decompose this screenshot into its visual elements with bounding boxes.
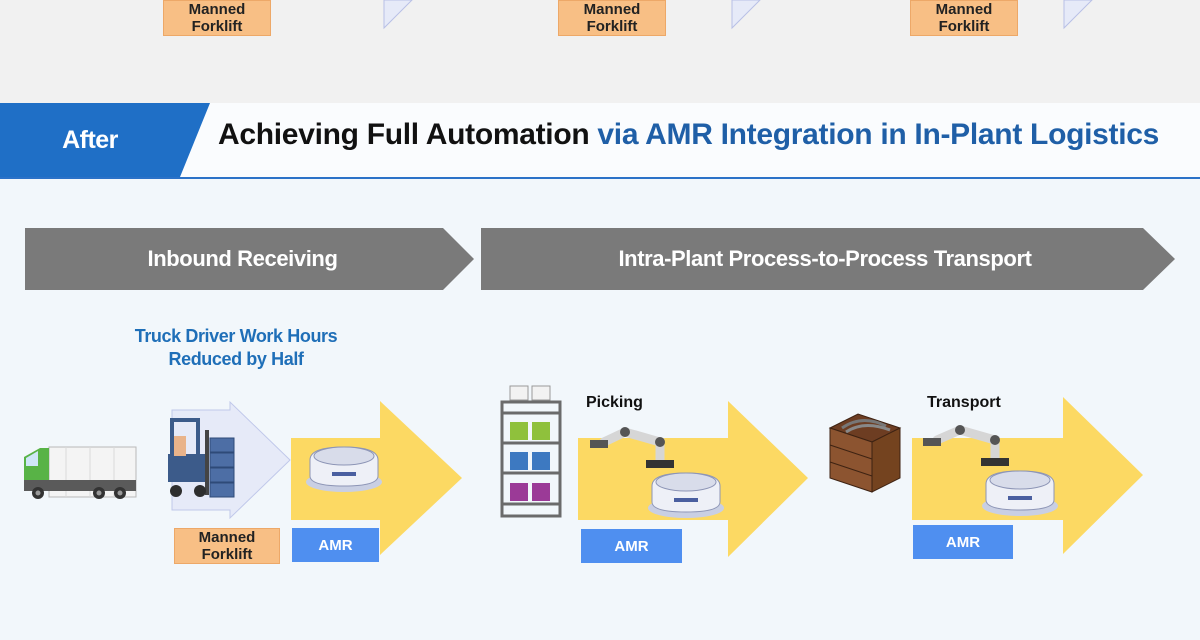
forklift-tag-line: Manned Forklift [583,1,641,35]
forklift-tag-after: Manned Forklift [174,528,280,564]
stage-label-intra-plant: Intra-Plant Process-to-Process Transport [618,246,1032,271]
forklift-tag-line: Manned Forklift [935,1,993,35]
inbound-note: Truck Driver Work Hours Reduced by Half [120,325,352,371]
stage-arrows [25,228,1175,290]
before-arrow-tip-3 [1063,0,1093,30]
stage-arrow-intra-plant [481,228,1175,290]
headline-dark: Achieving Full Automation [218,118,598,151]
stage-label-inbound: Inbound Receiving [147,246,338,271]
before-arrow-tip-2 [731,0,761,30]
after-tab-shape [0,103,210,177]
after-tab-label: After [62,125,118,154]
note-line-1: Truck Driver Work Hours [134,326,338,346]
stage-arrow-inbound [25,228,474,290]
shelf-icon [500,385,562,518]
amr-tag-transport: AMR [913,525,1013,559]
headline-blue: via AMR Integration in In-Plant Logistic… [597,118,1160,151]
before-arrow-tip-1 [383,0,413,30]
forklift-tag-line: Manned Forklift [188,1,246,35]
amr-robot-icon [648,472,724,518]
forklift-tag-line-1: Manned [198,529,256,546]
crate-icon [828,413,902,493]
forklift-icon [168,418,235,498]
forklift-tag-line-2: Forklift [201,546,253,563]
before-arrow-tips [383,0,1093,30]
forklift-tag-before-3: Manned Forklift [910,0,1018,36]
headline: Achieving Full Automation via AMR Integr… [218,118,1159,152]
forklift-tag-before-1: Manned Forklift [163,0,271,36]
amr-tag-inbound: AMR [292,528,379,562]
flow-graphics [24,385,1143,557]
truck-icon [24,446,137,499]
robot-arm-joints [590,425,1009,468]
note-line-2: Reduced by Half [168,349,304,369]
forklift-tag-before-2: Manned Forklift [558,0,666,36]
amr-robot-icon [306,446,382,492]
picking-label: Picking [586,394,643,411]
amr-tag-picking: AMR [581,529,682,563]
robot-arm-icon [599,425,1000,465]
transport-label: Transport [927,394,1001,411]
amr-robot-icon [982,470,1058,516]
